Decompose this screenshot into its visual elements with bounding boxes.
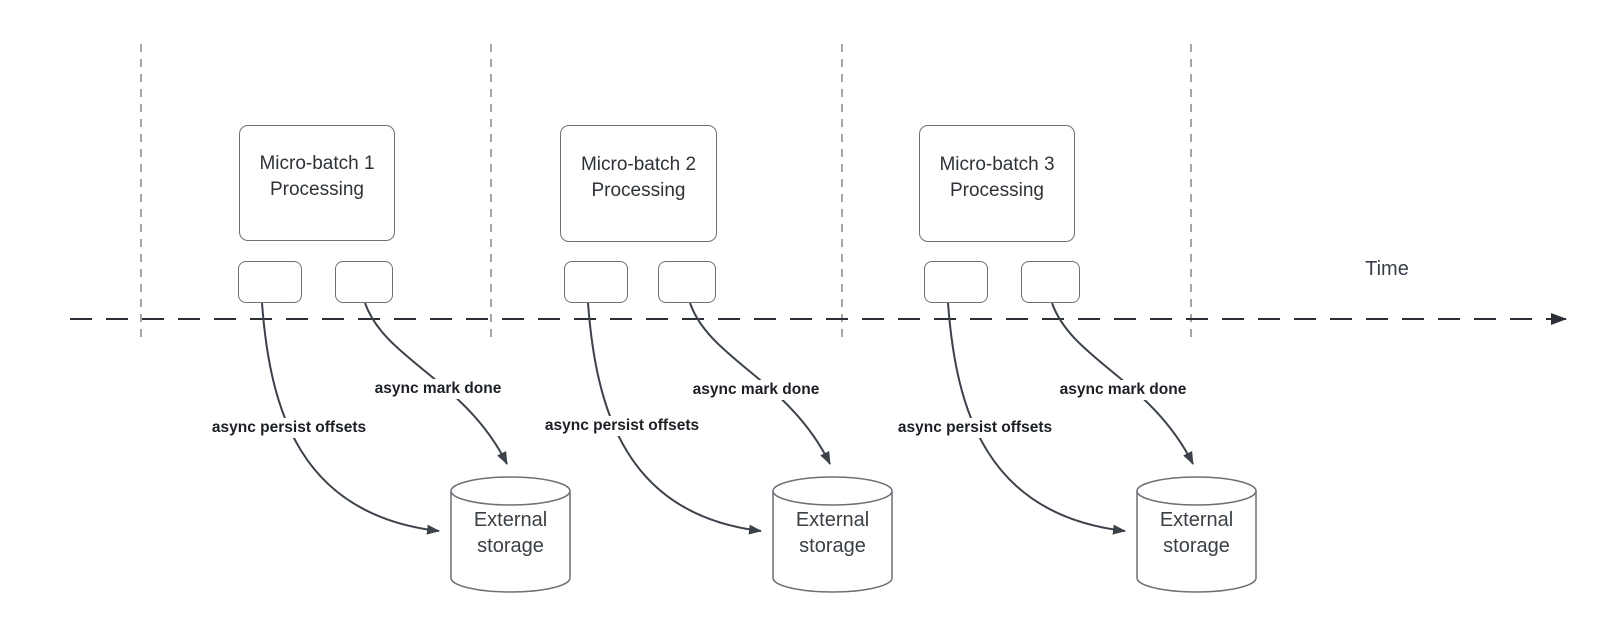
micro-batch-box-1: Micro-batch 1 Processing <box>239 125 395 241</box>
mark-done-arrow-3 <box>1051 302 1194 465</box>
external-storage-label-3: External storage <box>1159 509 1234 557</box>
storage-cylinder-1 <box>450 476 571 593</box>
mark-done-label-2: async mark done <box>689 380 823 400</box>
persist-offsets-label-3: async persist offsets <box>894 418 1056 438</box>
commit-task-box-1 <box>335 261 393 303</box>
persist-offsets-label-1: async persist offsets <box>208 418 370 438</box>
offset-task-box-2 <box>564 261 628 303</box>
mark-done-arrow-2 <box>689 302 831 465</box>
persist-offsets-label-2: async persist offsets <box>541 416 703 436</box>
persist-offsets-arrow-2 <box>587 302 762 535</box>
external-storage-label-1: External storage <box>473 509 548 557</box>
storage-cylinder-2 <box>772 476 893 593</box>
storage-cylinder-3 <box>1136 476 1257 593</box>
micro-batch-box-3: Micro-batch 3 Processing <box>919 125 1075 242</box>
mark-done-label-1: async mark done <box>371 379 505 399</box>
offset-task-box-3 <box>924 261 988 303</box>
offset-task-box-1 <box>238 261 302 303</box>
mark-done-label-3: async mark done <box>1056 380 1190 400</box>
mark-done-arrow-1 <box>364 302 508 465</box>
persist-offsets-arrow-3 <box>947 302 1126 535</box>
time-axis-label: Time <box>1365 258 1409 280</box>
external-storage-label-2: External storage <box>795 509 870 557</box>
commit-task-box-2 <box>658 261 716 303</box>
persist-offsets-arrow-1 <box>261 302 440 535</box>
micro-batch-box-2: Micro-batch 2 Processing <box>560 125 717 242</box>
commit-task-box-3 <box>1021 261 1080 303</box>
